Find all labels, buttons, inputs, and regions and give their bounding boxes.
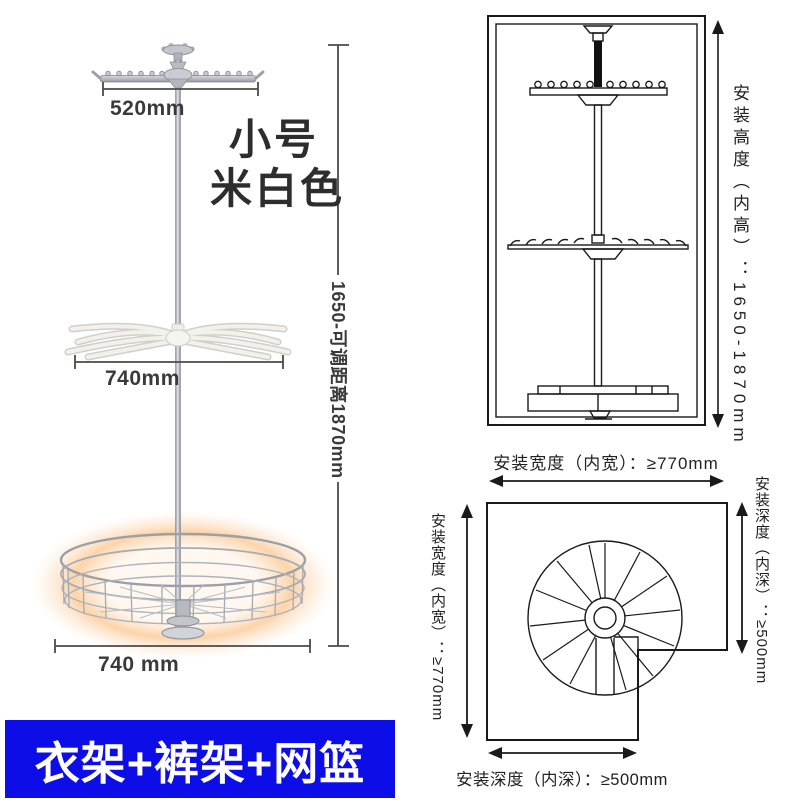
install-height-label: 安装高度（内高）：1650-1870mm — [730, 84, 749, 447]
dim-bottom-width-label: 740 mm — [98, 653, 180, 676]
corner-left-dimension-arrow — [461, 504, 473, 738]
corner-width-label: 安装宽度（内宽）：≥770mm — [429, 513, 446, 722]
color-label: 米白色 — [210, 165, 346, 212]
height-dimension-arrow — [712, 20, 724, 428]
promo-banner-text: 衣架+裤架+网篮 — [34, 737, 366, 789]
product-illustration — [31, 42, 349, 659]
size-label: 小号 — [229, 116, 320, 163]
top-hanger-tier — [91, 61, 265, 89]
dim-mid-width-label: 740mm — [105, 367, 180, 390]
corner-bottom-dimension-arrow — [488, 747, 637, 759]
cabinet-side-view-diagram — [487, 15, 724, 428]
dim-top-width-label: 520mm — [110, 97, 185, 120]
bottom-wire-basket — [59, 532, 307, 640]
ceiling-mount — [161, 42, 195, 63]
install-width-label: 安装宽度（内宽）：≥770mm — [493, 454, 719, 473]
corner-depth-label-right: 安装深度（内深）：≥500mm — [753, 476, 770, 685]
middle-pants-tier — [64, 322, 292, 361]
dimension-lines — [54, 44, 349, 653]
rotating-tray-plan — [527, 540, 683, 696]
corner-top-view-diagram — [461, 475, 748, 759]
promo-banner: 衣架+裤架+网篮 — [5, 720, 395, 798]
corner-right-dimension-arrow — [736, 502, 748, 654]
corner-depth-label-bottom: 安装深度（内深）：≥500mm — [456, 771, 668, 789]
width-dimension-arrow — [489, 475, 724, 487]
